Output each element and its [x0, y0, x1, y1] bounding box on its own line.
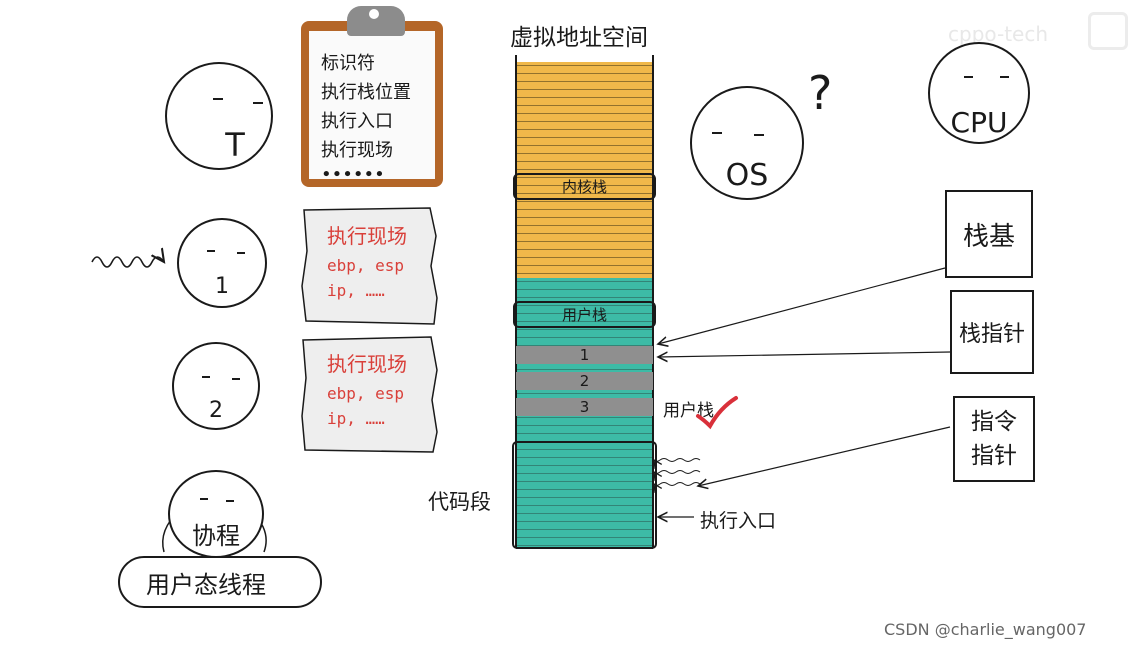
coroutine-face-label: 协程	[192, 522, 240, 550]
clipboard-line: 执行入口	[321, 111, 393, 132]
coroutine-2-face: 2	[172, 342, 260, 430]
stack-slot-2: 2	[516, 372, 653, 390]
coroutine-2-label: 2	[209, 398, 223, 423]
context-card-line: ebp, esp	[327, 384, 405, 403]
context-card-2: 执行现场 ebp, esp ip, ……	[327, 348, 407, 431]
stack-pointer-register: 栈指针	[950, 290, 1034, 374]
stack-pointer-label: 栈指针	[958, 322, 1025, 347]
cpu-face-label: CPU	[950, 106, 1008, 139]
user-thread-pill	[118, 556, 322, 608]
code-segment-label: 代码段	[428, 490, 491, 514]
cpu-face: CPU	[928, 42, 1030, 144]
watermark-bottom: CSDN @charlie_wang007	[884, 620, 1087, 639]
thread-face: T	[165, 62, 273, 170]
user-stack-label: 用户栈	[513, 301, 656, 328]
clipboard-line: 执行现场	[321, 140, 393, 161]
clipboard-line: 标识符	[321, 53, 375, 74]
context-card-2-bg	[301, 336, 438, 453]
stack-slot-3: 3	[516, 398, 653, 416]
context-card-1: 执行现场 ebp, esp ip, ……	[327, 220, 407, 303]
coroutine-1-label: 1	[215, 274, 229, 299]
coroutine-1-face: 1	[177, 218, 267, 308]
instruction-pointer-register: 指令 指针	[953, 396, 1035, 482]
user-thread-label: 用户态线程	[146, 571, 266, 599]
os-face-label: OS	[725, 158, 769, 193]
watermark-top: cppo-tech	[948, 22, 1049, 46]
stack-base-label: 栈基	[962, 221, 1015, 252]
os-face: OS	[690, 86, 804, 200]
code-segment-box	[512, 441, 657, 549]
address-space-title: 虚拟地址空间	[510, 25, 648, 51]
coroutine-face: 协程	[168, 470, 264, 558]
exec-entry-label: 执行入口	[700, 510, 777, 532]
clipboard-line: ••••••	[321, 164, 385, 185]
context-card-line: ip, ……	[327, 409, 385, 428]
kernel-stack-label: 内核栈	[513, 173, 656, 200]
context-card-line: ip, ……	[327, 281, 385, 300]
check-mark-icon	[696, 396, 738, 430]
context-card-1-bg	[301, 207, 438, 325]
thread-info-clipboard: 标识符 执行栈位置 执行入口 执行现场 ••••••	[301, 21, 443, 187]
instruction-pointer-label-line1: 指令	[971, 409, 1017, 435]
context-card-line: ebp, esp	[327, 256, 405, 275]
question-mark-icon: ?	[808, 66, 833, 120]
stack-base-register: 栈基	[945, 190, 1033, 278]
logo-mark	[1088, 12, 1128, 50]
stack-slot-1: 1	[516, 346, 653, 364]
context-card-title: 执行现场	[327, 352, 407, 376]
clipboard-line: 执行栈位置	[321, 82, 411, 103]
thread-face-label: T	[225, 126, 245, 164]
instruction-pointer-label-line2: 指针	[971, 443, 1017, 469]
context-card-title: 执行现场	[327, 224, 407, 248]
